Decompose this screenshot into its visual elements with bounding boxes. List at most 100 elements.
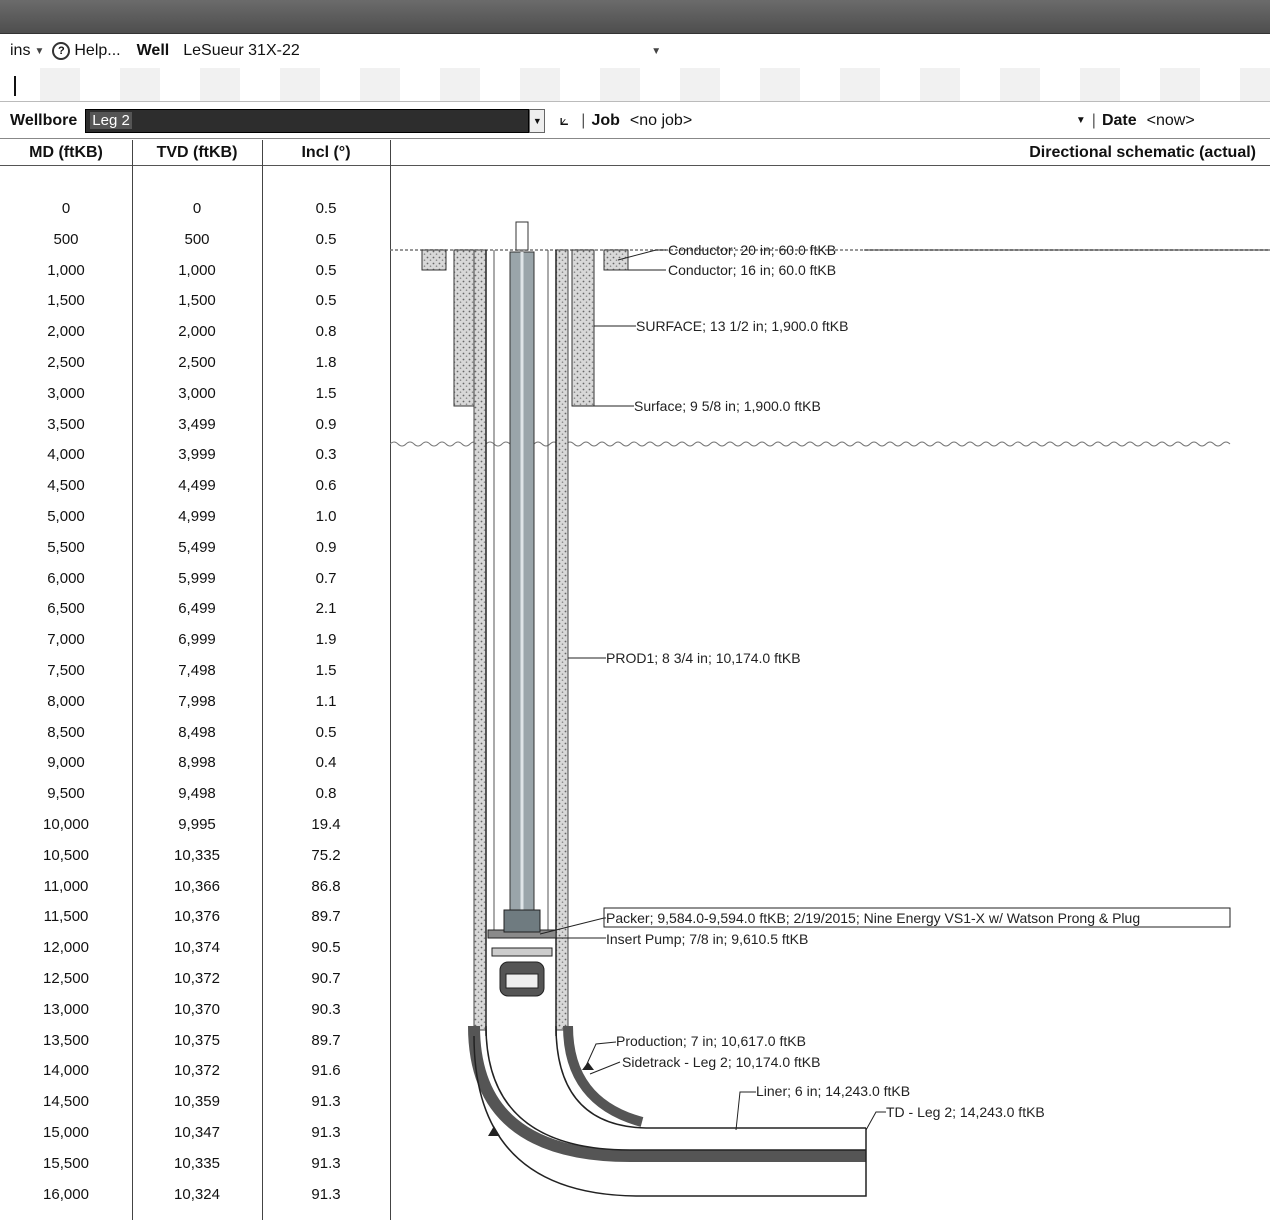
- surface-cement: [571, 249, 595, 407]
- cell-tvd: 4,499: [178, 477, 216, 495]
- well-dropdown-icon[interactable]: ▼: [651, 45, 662, 57]
- production-label: Production; 7 in; 10,617.0 ftKB: [616, 1033, 806, 1049]
- production-cement: [473, 249, 487, 1031]
- help-menu-label: Help...: [74, 42, 121, 59]
- cell-tvd: 1,000: [178, 261, 216, 279]
- table-row[interactable]: 1,000 1,000 0.5: [0, 262, 390, 293]
- cell-tvd: 9,995: [178, 816, 216, 833]
- cell-md: 7,000: [47, 631, 85, 649]
- directional-schematic: Conductor; 20 in; 60.0 ftKB Conductor; 1…: [390, 221, 1270, 1197]
- ins-menu-label: ins: [10, 42, 31, 59]
- schematic-column-header[interactable]: Directional schematic (actual): [390, 140, 1270, 166]
- cell-tvd: 9,498: [178, 785, 216, 803]
- secondary-toolbar: [0, 68, 1270, 102]
- wellbore-tool-icon[interactable]: ⟀: [559, 111, 570, 129]
- cell-incl: 91.3: [311, 1124, 341, 1141]
- cell-incl: 0.3: [315, 446, 337, 464]
- sidetrack-label: Sidetrack - Leg 2; 10,174.0 ftKB: [622, 1054, 820, 1070]
- text-cursor: [14, 76, 16, 96]
- cell-md: 500: [53, 230, 79, 248]
- cell-tvd: 10,359: [174, 1093, 220, 1111]
- cell-md: 9,500: [47, 785, 85, 803]
- conductor-cement: [421, 249, 447, 271]
- cell-incl: 91.3: [311, 1154, 341, 1172]
- surface-9-label: Surface; 9 5/8 in; 1,900.0 ftKB: [634, 398, 821, 414]
- cell-md: 5,500: [47, 538, 85, 556]
- cell-md: 4,500: [47, 477, 85, 495]
- cell-md: 12,000: [43, 939, 89, 957]
- cell-incl: 89.7: [311, 1031, 341, 1049]
- cell-incl: 0.5: [315, 292, 337, 310]
- cell-md: 5,000: [47, 508, 85, 525]
- help-menu[interactable]: ? Help...: [52, 42, 121, 60]
- cell-md: 11,000: [43, 877, 89, 895]
- wellbore-value: Leg 2: [90, 112, 132, 129]
- shoe-marker: [488, 1126, 500, 1136]
- pump-screen: [505, 973, 539, 989]
- wellbore-dropdown-button[interactable]: ▼: [529, 108, 546, 133]
- job-select[interactable]: <no job>: [629, 111, 693, 129]
- wellbore-label: Wellbore: [10, 111, 78, 129]
- cell-incl: 2.1: [315, 600, 337, 618]
- md-column-header[interactable]: MD (ftKB): [0, 140, 132, 166]
- tvd-column-header[interactable]: TVD (ftKB): [132, 140, 262, 166]
- incl-column-header[interactable]: Incl (°): [262, 140, 390, 166]
- cell-md: 13,000: [43, 1000, 89, 1018]
- job-dropdown-icon[interactable]: ▼: [1075, 115, 1086, 126]
- cell-md: 1,000: [47, 261, 85, 279]
- cell-incl: 0.5: [315, 261, 337, 279]
- cell-tvd: 0: [192, 200, 202, 217]
- leader-line: [539, 917, 606, 935]
- wellbore-select[interactable]: Leg 2: [85, 108, 530, 133]
- date-select[interactable]: <now>: [1146, 111, 1195, 129]
- ins-menu[interactable]: ins ▼: [10, 42, 44, 60]
- insert-pump: [491, 947, 553, 957]
- leader-line: [735, 1091, 756, 1131]
- leader-line: [865, 1111, 886, 1131]
- cell-md: 12,500: [43, 970, 89, 987]
- cell-tvd: 10,335: [174, 1154, 220, 1172]
- packer-label: Packer; 9,584.0-9,594.0 ftKB; 2/19/2015;…: [606, 910, 1140, 926]
- cell-incl: 75.2: [311, 846, 341, 864]
- cell-tvd: 3,499: [178, 415, 216, 433]
- cell-incl: 90.7: [311, 970, 341, 987]
- cell-md: 6,500: [47, 600, 85, 618]
- well-select[interactable]: LeSueur 31X-22: [183, 42, 300, 59]
- packer-body: [503, 909, 541, 933]
- cell-incl: 19.4: [311, 816, 341, 833]
- leader-line: [617, 249, 666, 261]
- cell-md: 7,500: [47, 662, 85, 679]
